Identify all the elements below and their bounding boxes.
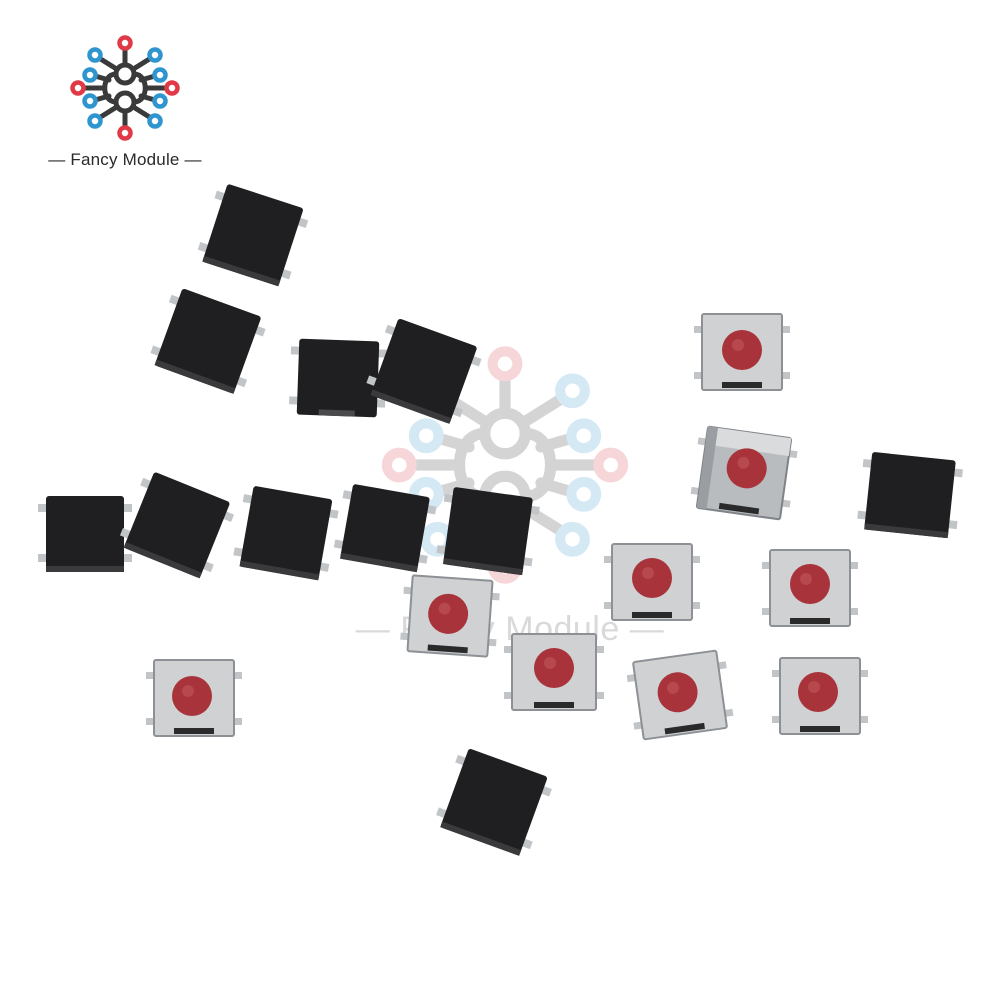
tactile-switch-black [146, 282, 271, 401]
tactile-switch-silver [625, 645, 736, 744]
tactile-switch-silver [399, 571, 501, 661]
tactile-switch-black [431, 742, 556, 863]
tactile-switch-silver [604, 540, 700, 624]
tactile-switch-silver [772, 654, 868, 738]
tactile-switch-black [231, 480, 341, 585]
tactile-switch-silver [762, 546, 858, 630]
tactile-switch-silver [504, 630, 604, 714]
brand-name: — Fancy Module — [48, 150, 202, 169]
tactile-switch-silver [688, 421, 800, 524]
tactile-switch-silver [694, 310, 790, 394]
tactile-switch-black [38, 492, 132, 576]
tactile-switch-black [115, 465, 240, 585]
brand-logo: — Fancy Module — [30, 28, 220, 178]
tactile-switch-silver [146, 656, 242, 740]
circuit-logo-icon [70, 35, 180, 141]
tactile-switch-black [289, 334, 388, 421]
tactile-switch-black [362, 312, 487, 431]
tactile-switch-black [856, 447, 964, 543]
tactile-switch-black [331, 478, 438, 577]
tactile-switch-black [193, 177, 312, 292]
tactile-switch-black [434, 482, 541, 581]
